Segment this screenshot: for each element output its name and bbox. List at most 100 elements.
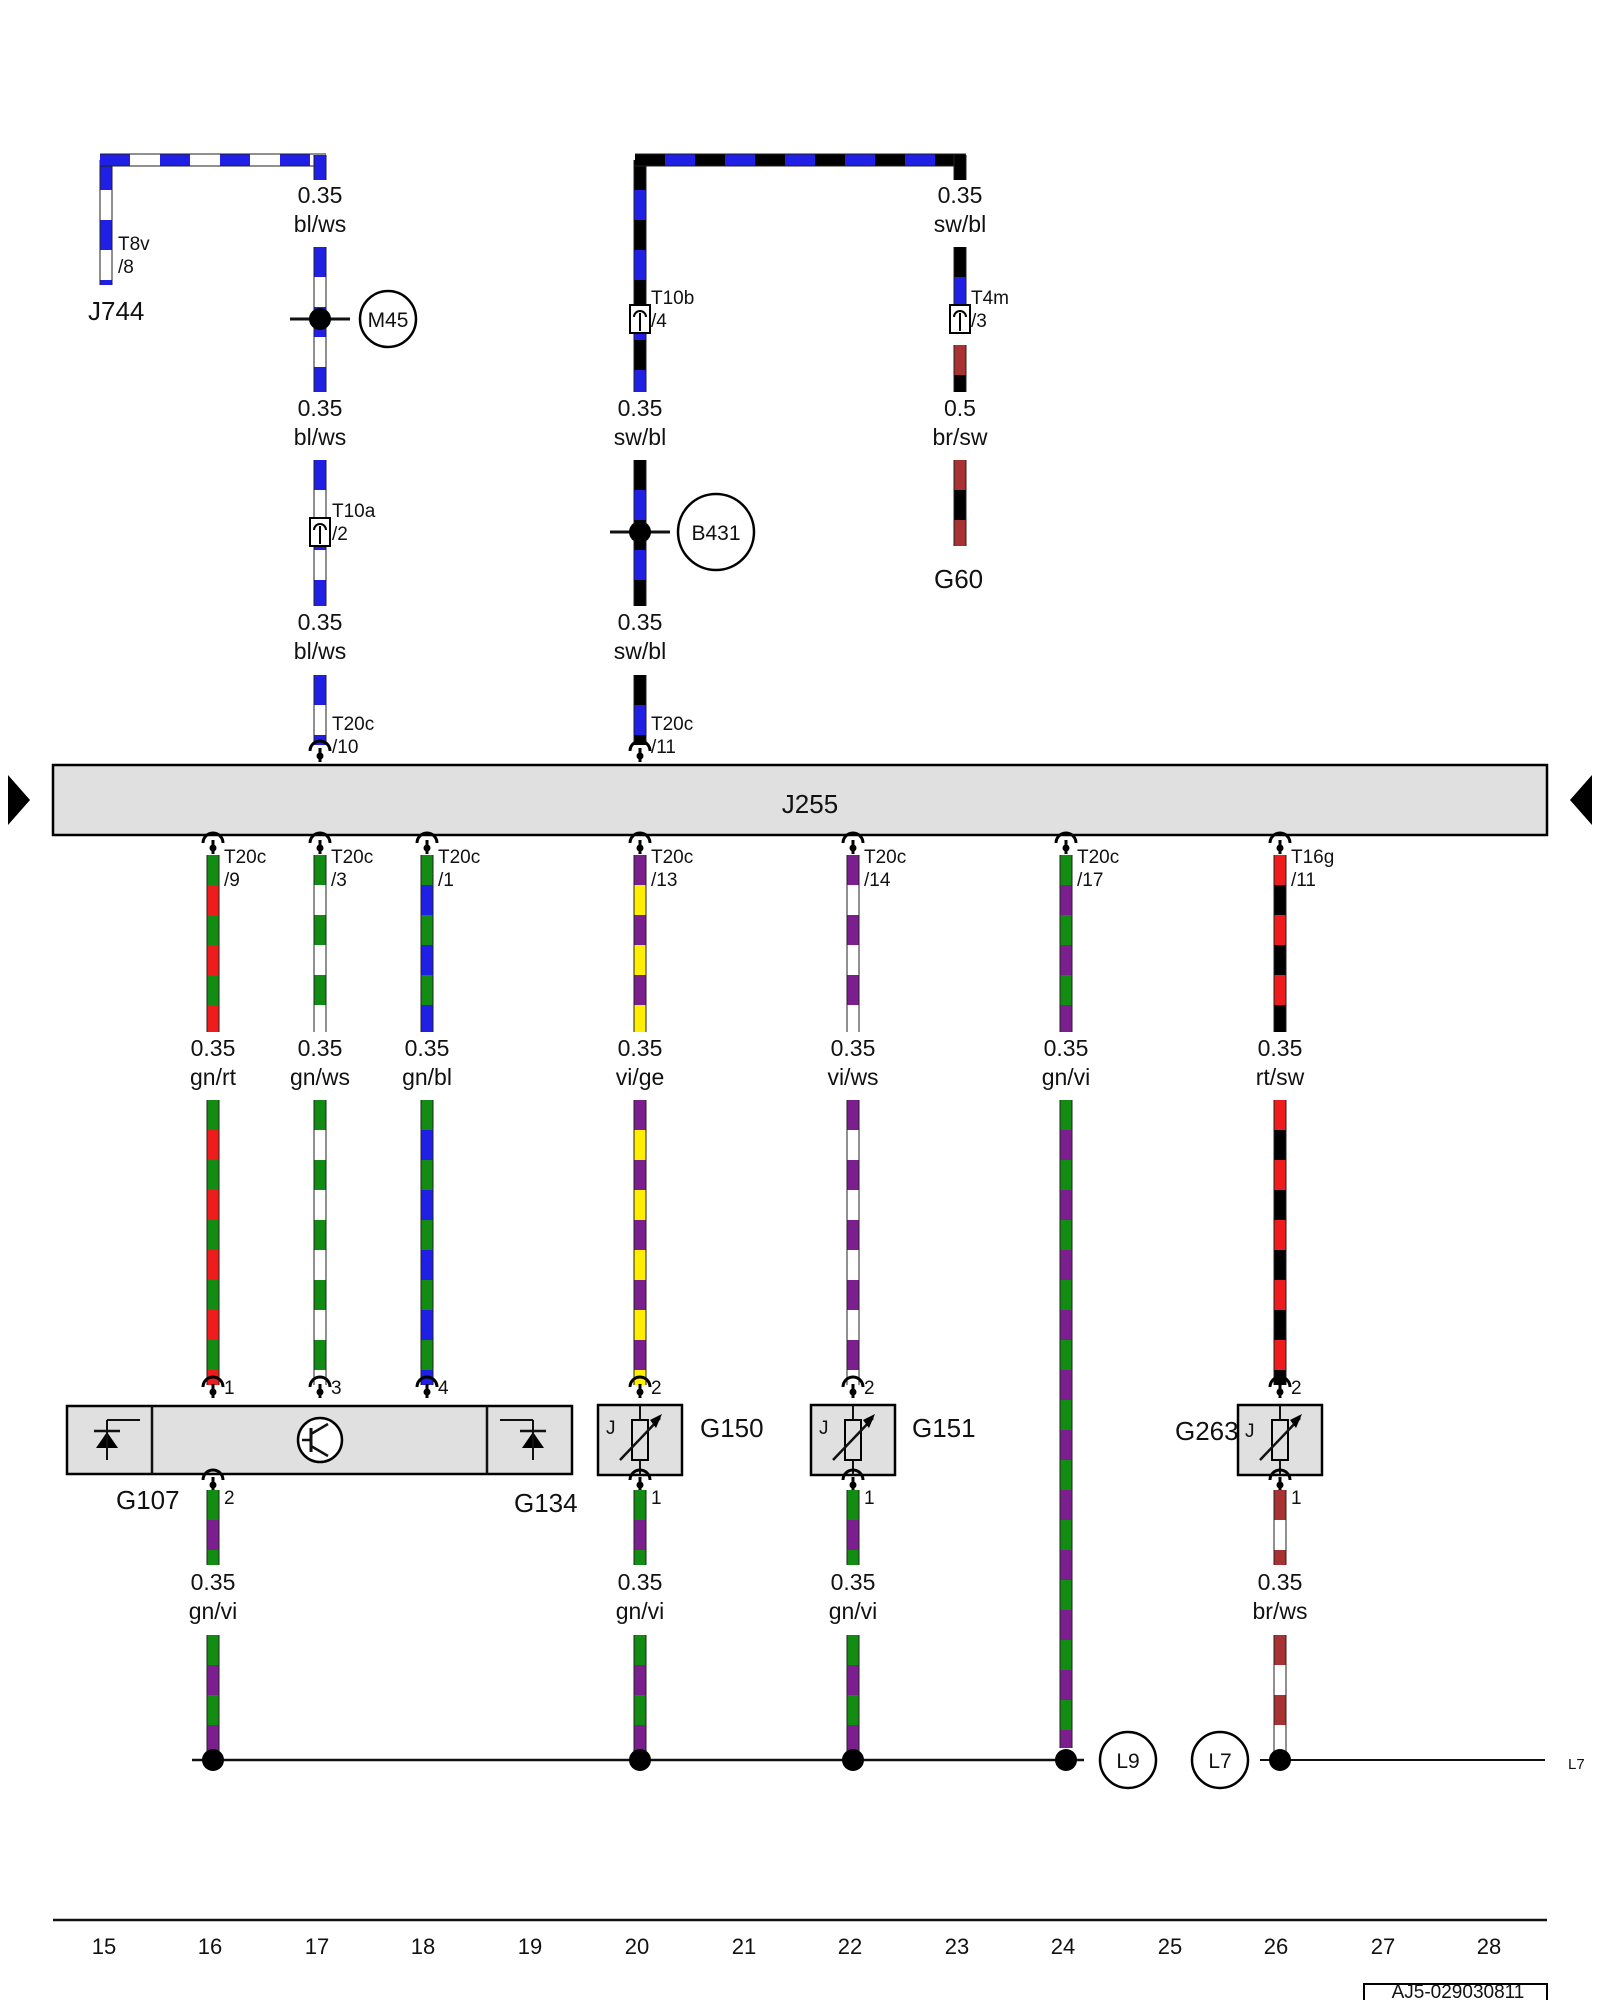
pin-connector [308, 739, 332, 752]
connector-label: T20c [438, 847, 480, 868]
pin-connector [201, 1468, 225, 1481]
sensor-label: G134 [514, 1488, 578, 1518]
wire-layer [8, 153, 1592, 2000]
wire-color: gn/vi [829, 1598, 878, 1624]
wire-color: gn/vi [616, 1598, 665, 1624]
pin-connector [841, 831, 865, 844]
wire-gauge: 0.35 [405, 1035, 450, 1061]
wire-color: rt/sw [1256, 1064, 1305, 1090]
wire-gauge: 0.35 [618, 1569, 663, 1595]
sensor-label: G150 [700, 1413, 764, 1443]
connection-line [310, 1444, 329, 1458]
arrow-icon [1290, 1414, 1302, 1428]
wire-gauge: 0.35 [1258, 1035, 1303, 1061]
wire-gauge: 0.35 [831, 1035, 876, 1061]
wire-gauge: 0.35 [618, 395, 663, 421]
wire-color: bl/ws [294, 638, 346, 664]
wire-gauge: 0.35 [298, 1035, 343, 1061]
sensor-label: G263 [1175, 1416, 1239, 1446]
grid-number: 19 [518, 1934, 542, 1959]
grid-number: 23 [945, 1934, 969, 1959]
pin-connector [849, 844, 857, 852]
callout-circle [358, 289, 418, 349]
pin-connector [1276, 844, 1284, 852]
splice-label: M45 [368, 309, 409, 332]
wire-color: sw/bl [934, 211, 986, 237]
grid-number: 15 [92, 1934, 116, 1959]
wire-color: bl/ws [294, 211, 346, 237]
connector-pin: /14 [864, 870, 891, 891]
inline-connector [313, 523, 327, 531]
grid-number: 22 [838, 1934, 862, 1959]
pin-connector [628, 1375, 652, 1388]
pin-connector [423, 1388, 431, 1396]
wire-color: gn/vi [189, 1598, 238, 1624]
pin-connector [1054, 831, 1078, 844]
grid-numbers: 15 16 17 18 19 20 21 22 23 24 25 26 27 2… [92, 1934, 1501, 1959]
connector-label: T10a [332, 501, 376, 522]
component-pin: 1 [1291, 1488, 1302, 1509]
component-pin: 1 [224, 1378, 235, 1399]
arrow-icon [863, 1414, 875, 1428]
pin-connector [841, 1375, 865, 1388]
pin-connector [1276, 1388, 1284, 1396]
wire-color: br/ws [1253, 1598, 1308, 1624]
component-pin: 1 [864, 1488, 875, 1509]
callout-circle [296, 1416, 344, 1464]
lower-wire-labels: T20c /9 0.35 gn/rt 1 T20c /3 0.35 gn/ws … [190, 847, 1334, 1399]
ground-label: L7 [1208, 1750, 1231, 1773]
pin-connector [636, 752, 644, 760]
ground-label: L9 [1116, 1750, 1139, 1773]
component-pin: 1 [651, 1488, 662, 1509]
connector-pin: /9 [224, 870, 240, 891]
wire-gauge: 0.35 [298, 609, 343, 635]
wire-color: br/sw [933, 424, 988, 450]
wire-gauge: 0.5 [944, 395, 976, 421]
pin-connector [849, 1388, 857, 1396]
continuation-arrow-left [8, 775, 30, 825]
wire-gauge: 0.35 [191, 1569, 236, 1595]
wire-color: gn/rt [190, 1064, 237, 1090]
junction-dot [1269, 1749, 1291, 1771]
sensor-label: G107 [116, 1485, 180, 1515]
pin-connector [628, 831, 652, 844]
connector-pin: /11 [651, 737, 676, 758]
wire-color: bl/ws [294, 424, 346, 450]
connector-label: T20c [331, 847, 373, 868]
wire-gauge: 0.35 [191, 1035, 236, 1061]
connector-pin: /11 [1291, 870, 1316, 891]
connection-line [1259, 1417, 1301, 1461]
connector-pin: /2 [332, 524, 348, 545]
connection-line [310, 1422, 329, 1436]
component-pin: 2 [651, 1378, 662, 1399]
wire-color: vi/ws [827, 1064, 878, 1090]
grid-number: 28 [1477, 1934, 1501, 1959]
wire-gauge: 0.35 [1258, 1569, 1303, 1595]
wire-gauge: 0.35 [618, 1035, 663, 1061]
sensor-label: G151 [912, 1413, 976, 1443]
component-pin: 2 [1291, 1378, 1302, 1399]
pin-connector [209, 844, 217, 852]
control-unit-label: J744 [88, 296, 144, 326]
document-id: AJ5-029030811 [1392, 1982, 1525, 2000]
wire-gauge: 0.35 [1044, 1035, 1089, 1061]
pin-connector [628, 739, 652, 752]
junction-dot [842, 1749, 864, 1771]
connector-label: T20c [224, 847, 266, 868]
connector-label: T10b [651, 288, 694, 309]
connector-label: T20c [332, 714, 374, 735]
pin-connector [628, 1468, 652, 1481]
callout-circle [1190, 1730, 1250, 1790]
connector-label: T20c [651, 714, 693, 735]
grid-number: 16 [198, 1934, 222, 1959]
wire-gauge: 0.35 [938, 182, 983, 208]
pin-connector [209, 1481, 217, 1489]
connector-pin: /3 [971, 311, 987, 332]
pin-connector [423, 844, 431, 852]
pin-connector [1268, 1468, 1292, 1481]
wire-color: gn/bl [402, 1064, 452, 1090]
document-id-box [1363, 1983, 1548, 2000]
callout-circle [1098, 1730, 1158, 1790]
pin-connector [841, 1468, 865, 1481]
